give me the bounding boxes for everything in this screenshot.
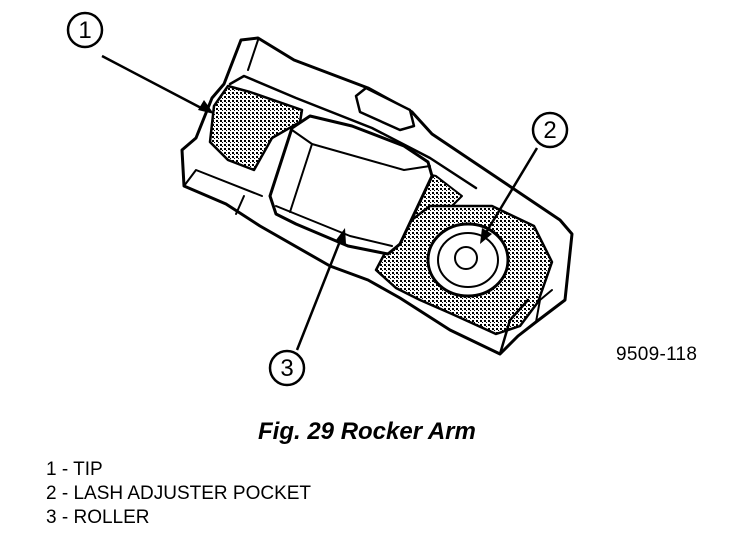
tip-pad [208,84,304,172]
svg-text:3: 3 [280,355,293,382]
svg-text:1: 1 [78,17,91,44]
callout-3: 3 [268,228,346,387]
legend-number: 1 [46,459,57,480]
legend-label: ROLLER [73,507,150,528]
figure-caption: Fig. 29 Rocker Arm [258,418,476,445]
drawing-id: 9509-118 [616,344,698,365]
legend-number: 3 [46,507,57,528]
legend-label: TIP [73,459,103,480]
svg-text:2: 2 [543,117,556,144]
callout-1: 1 [66,11,214,114]
legend: 1 - TIP 2 - LASH ADJUSTER POCKET 3 - ROL… [46,458,311,530]
legend-label: LASH ADJUSTER POCKET [73,483,312,504]
legend-item: 2 - LASH ADJUSTER POCKET [46,483,312,504]
legend-item: 3 - ROLLER [46,507,150,528]
legend-number: 2 [46,483,57,504]
callout-2: 2 [480,111,569,244]
legend-item: 1 - TIP [46,459,103,480]
